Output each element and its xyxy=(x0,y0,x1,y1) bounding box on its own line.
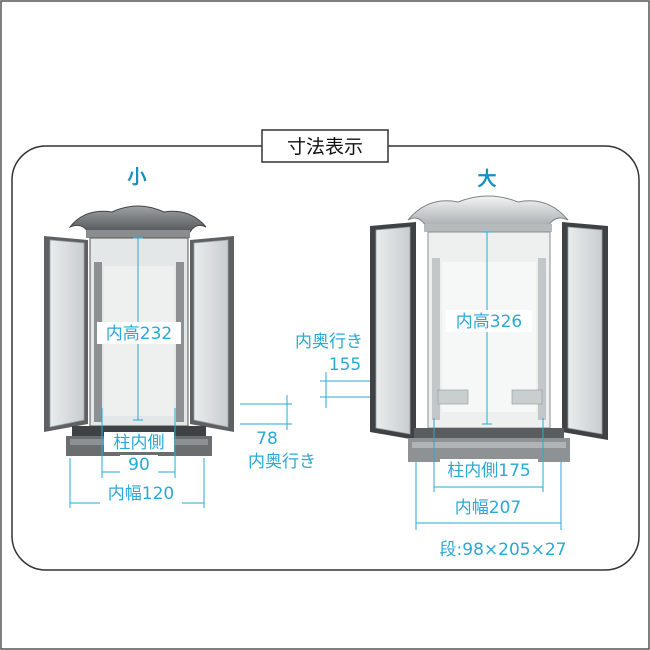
small-depth-lines xyxy=(240,395,292,430)
small-depth-value: 78 xyxy=(256,429,278,449)
large-inner-width: 内幅207 xyxy=(455,498,521,518)
small-size-label: 小 xyxy=(127,166,146,188)
small-pillar-label-bg xyxy=(104,432,174,452)
large-inner-width-bg xyxy=(444,497,532,519)
small-depth-label: 内奥行き xyxy=(248,452,316,472)
small-pillar-inner-value: 90 xyxy=(128,455,150,475)
large-depth-lines xyxy=(320,372,370,408)
large-step: 段:98×205×27 xyxy=(440,540,567,560)
title: 寸法表示 xyxy=(287,136,363,158)
large-depth-label: 内奥行き xyxy=(295,332,363,352)
small-inner-height-bg xyxy=(97,322,181,344)
small-inner-width-bg xyxy=(100,484,182,504)
small-pillar-value-bg xyxy=(120,455,158,475)
large-depth-value: 155 xyxy=(329,355,361,375)
small-pillar-inner-label: 柱内側 xyxy=(114,433,165,453)
large-inner-height: 内高326 xyxy=(456,312,522,332)
large-pillar-inner-bg xyxy=(440,459,538,481)
large-size-label: 大 xyxy=(477,167,496,190)
large-dimension-lines xyxy=(415,231,562,530)
small-inner-height: 内高232 xyxy=(106,324,172,344)
small-inner-width: 内幅120 xyxy=(108,484,174,504)
title-box xyxy=(261,129,389,163)
large-pillar-inner: 柱内側175 xyxy=(447,461,530,481)
large-inner-height-bg xyxy=(446,310,532,332)
